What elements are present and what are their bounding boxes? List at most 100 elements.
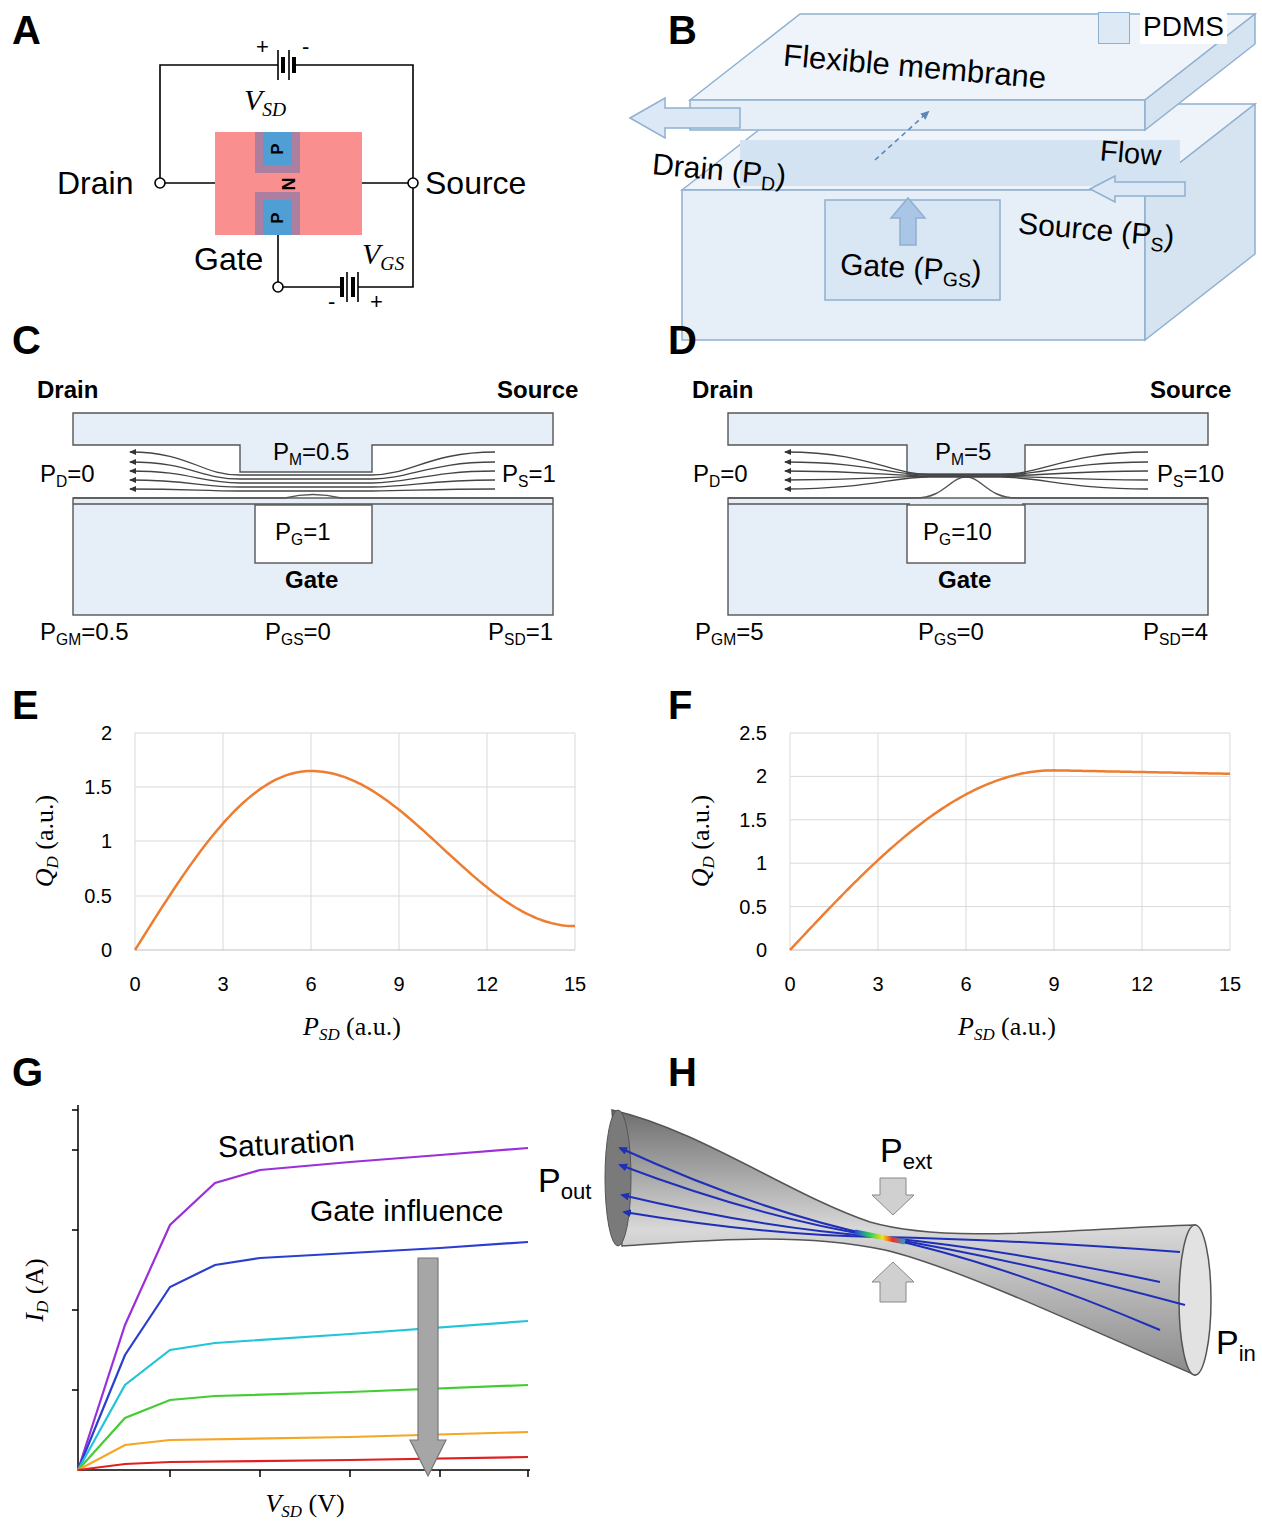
subscript: S: [1150, 233, 1165, 256]
drawing-polyline: [78, 1242, 528, 1470]
label-text: Gate influence: [310, 1194, 503, 1227]
label-text: 1.5: [84, 776, 112, 798]
label-group: G: [12, 1048, 43, 1096]
drawing-line: [281, 57, 285, 73]
drawing-polygon: [410, 1258, 446, 1476]
legend-swatch: [1098, 12, 1130, 44]
label-text: (a.u.): [1001, 1012, 1056, 1041]
label-text: =0.5: [302, 438, 349, 465]
label-group: PG=1: [275, 518, 331, 549]
drawing-line: [966, 733, 967, 950]
subscript: SD: [504, 631, 526, 648]
label-group: 3: [872, 972, 883, 996]
drawing-line: [351, 277, 355, 297]
drawing-line: [346, 272, 348, 302]
subscript: M: [289, 451, 302, 468]
label-group: PSD=4: [1143, 618, 1208, 649]
label-group: PGM=0.5: [40, 618, 129, 649]
label-text: (a.u.): [30, 795, 59, 850]
label-group: A: [12, 6, 41, 54]
label-text: 12: [476, 973, 498, 995]
label-group: 0.5: [739, 895, 767, 919]
gate-region-box: P: [263, 132, 292, 165]
label-text: P: [918, 618, 934, 645]
label-group: PS=10: [1157, 460, 1224, 491]
label-text: G: [12, 1050, 43, 1094]
drawing-line: [878, 733, 879, 950]
label-text: Gate: [285, 566, 338, 593]
drawing-line: [790, 733, 791, 950]
subscript: GS: [934, 631, 957, 648]
drawing-polygon: [872, 1178, 914, 1215]
label-group: +: [256, 34, 269, 60]
drawing-g: [135, 733, 575, 950]
label-group: PS=1: [502, 460, 556, 491]
drawing-line: [790, 906, 1230, 907]
label-text: P: [1143, 618, 1159, 645]
drawing-rect: [690, 100, 1145, 130]
drawing-ellipse: [1179, 1225, 1211, 1375]
label-group: 9: [393, 972, 404, 996]
label-group: Pin: [1216, 1322, 1256, 1367]
label-group: D: [668, 316, 697, 364]
label-group: 12: [1131, 972, 1153, 996]
drawing-rect: [73, 498, 553, 615]
label-text: Source: [497, 376, 578, 403]
label-group: +: [370, 289, 383, 315]
subscript: GS: [380, 253, 404, 274]
label-group: 1.5: [739, 808, 767, 832]
drawing-path: [785, 477, 1148, 489]
label-group: PSD (a.u.): [958, 1011, 1056, 1045]
drawing-polygon: [73, 413, 553, 472]
subscript: S: [518, 473, 528, 490]
label-text: =0: [304, 618, 331, 645]
label-text: =1: [303, 518, 330, 545]
label-group: Gate (PGS): [839, 246, 982, 293]
drawing-line: [1054, 733, 1055, 950]
label-group: PGS=0: [918, 618, 984, 649]
label-text: =5: [964, 438, 991, 465]
label-text: ): [971, 254, 983, 287]
label-text: P: [1157, 460, 1173, 487]
label-text: 0: [101, 939, 112, 961]
label-group: 2: [756, 764, 767, 788]
drawing-path: [624, 1212, 1180, 1252]
drawing-polygon: [872, 1262, 914, 1302]
label-group: 1: [756, 851, 767, 875]
label-text: P: [502, 460, 518, 487]
label-group: Saturation: [217, 1122, 355, 1165]
label-group: PSD(a.u.): [303, 1011, 401, 1045]
label-text: Q: [686, 868, 715, 887]
drawing-circle: [273, 282, 283, 292]
drawing-polyline: [78, 1148, 528, 1470]
label-text: Flow: [1099, 134, 1163, 171]
label-group: 2.5: [739, 721, 767, 745]
drawing-path: [277, 235, 279, 282]
subscript: GS: [942, 268, 971, 291]
label-text: P: [958, 1012, 974, 1041]
drawing-path: [790, 770, 1230, 950]
drawing-circle: [408, 178, 418, 188]
label-text: H: [668, 1050, 697, 1094]
drawing-path: [1022, 503, 1208, 504]
drawing-path: [130, 480, 495, 487]
subscript: GS: [281, 631, 304, 648]
label-group: E: [12, 681, 39, 729]
label-text: I: [20, 1313, 49, 1322]
label-text: =5: [736, 618, 763, 645]
label-group: 9: [1048, 972, 1059, 996]
subscript: SD: [974, 1025, 995, 1044]
label-group: VSD: [244, 82, 286, 121]
label-text: 6: [305, 973, 316, 995]
label-text: B: [668, 8, 697, 52]
label-text: Drain: [37, 376, 98, 403]
label-group: PGS=0: [265, 618, 331, 649]
drawing-line: [135, 733, 136, 950]
drawing-g: [620, 1148, 1185, 1330]
label-group: Pout: [538, 1160, 591, 1205]
label-text: 1.5: [739, 809, 767, 831]
label-group: VGS: [362, 236, 404, 275]
label-group: 15: [1219, 972, 1241, 996]
subscript: SD: [262, 99, 286, 120]
label-text: =0.5: [81, 618, 128, 645]
